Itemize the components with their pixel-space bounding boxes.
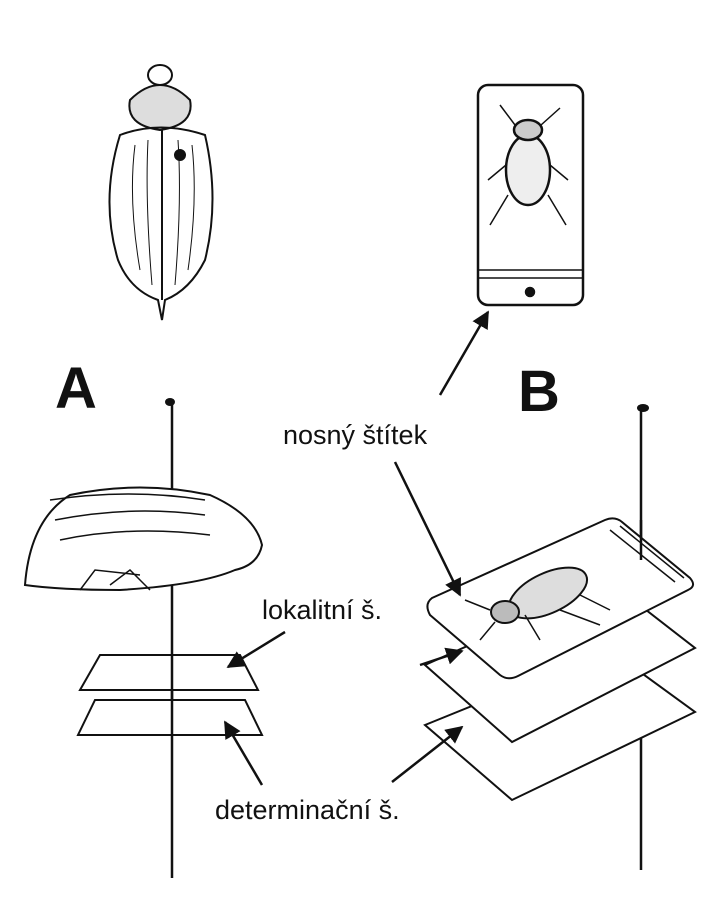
determination-label-sheet-a (76, 699, 264, 736)
locality-label-text: lokalitní š. (262, 595, 383, 625)
arrow-locality-a (226, 630, 286, 669)
label-b: B (518, 359, 560, 424)
determination-label-text: determinační š. (215, 795, 400, 825)
carrier-label-card (476, 83, 585, 307)
locality-label-sheet-a (78, 654, 260, 691)
arrow-to-card (438, 310, 490, 396)
carrier-label-with-beetle (426, 517, 694, 680)
beetle-side-view (23, 486, 264, 592)
beetle-top-view (108, 64, 214, 321)
label-a: A (55, 356, 97, 421)
arrow-determination-b (391, 725, 464, 783)
pin-a (165, 398, 175, 878)
arrow-determination-a (223, 720, 264, 786)
carrier-label-text: nosný štítek (283, 420, 428, 450)
arrow-carrier-b (393, 461, 462, 597)
arrow-locality-b (419, 647, 464, 667)
